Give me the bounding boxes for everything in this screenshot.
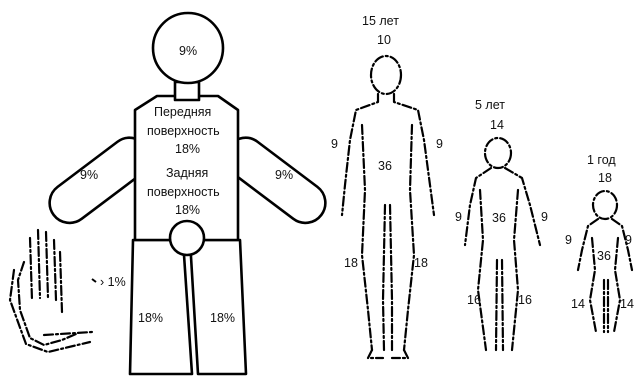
age-5-trunk: 36 (492, 211, 506, 225)
age-15-leg-left: 18 (344, 256, 358, 270)
back-surface-line2: поверхность (147, 185, 220, 199)
adult-right-arm-label: 9% (275, 168, 293, 182)
age-5-head: 14 (490, 118, 504, 132)
age-15-head: 10 (377, 33, 391, 47)
age-1-leg-right: 14 (620, 297, 634, 311)
front-surface-line2: поверхность (147, 124, 220, 138)
age-1-leg-left: 14 (571, 297, 585, 311)
palm-sketch (10, 230, 96, 352)
age-15-label: 15 лет (362, 14, 399, 28)
palm-label: › 1% (100, 275, 126, 289)
age-5-arm-right: 9 (541, 210, 548, 224)
adult-left-leg-label: 18% (138, 311, 163, 325)
back-surface-value: 18% (175, 203, 200, 217)
adult-right-leg (190, 240, 246, 374)
age-1-arm-right: 9 (625, 233, 632, 247)
back-surface-line1: Задняя (166, 166, 208, 180)
front-surface-line1: Передняя (154, 105, 211, 119)
age-1-arm-left: 9 (565, 233, 572, 247)
age-5-label: 5 лет (475, 98, 505, 112)
age-5-arm-left: 9 (455, 210, 462, 224)
adult-neck (175, 82, 199, 100)
figure-5-years (465, 138, 540, 350)
adult-left-leg (130, 240, 192, 374)
figure-15-years (342, 56, 434, 358)
adult-groin (170, 221, 204, 255)
age-1-head: 18 (598, 171, 612, 185)
adult-left-arm-label: 9% (80, 168, 98, 182)
adult-right-leg-label: 18% (210, 311, 235, 325)
front-surface-value: 18% (175, 142, 200, 156)
age-1-label: 1 год (587, 153, 616, 167)
adult-head-label: 9% (179, 44, 197, 58)
age-1-trunk: 36 (597, 249, 611, 263)
age-5-leg-left: 16 (467, 293, 481, 307)
age-15-arm-right: 9 (436, 137, 443, 151)
age-15-arm-left: 9 (331, 137, 338, 151)
age-15-leg-right: 18 (414, 256, 428, 270)
age-15-trunk: 36 (378, 159, 392, 173)
age-5-leg-right: 16 (518, 293, 532, 307)
